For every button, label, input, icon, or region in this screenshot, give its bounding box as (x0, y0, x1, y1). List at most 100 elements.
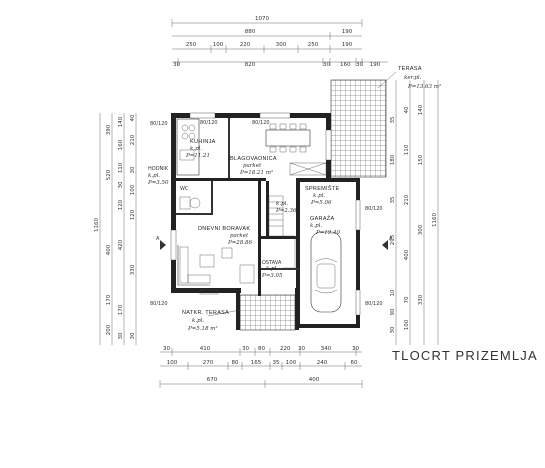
dim-top-r4-5: 190 (370, 62, 381, 68)
dim-right-c3-4: 35 (390, 196, 396, 203)
room-labels: KUHINJA k.pl. P=11.21 BLAGOVAONICA parke… (147, 66, 441, 332)
dim-top-r3-1: 100 (213, 42, 224, 48)
dim-top-r4-1: 820 (245, 62, 256, 68)
room-area-garaza: P=19.40 (315, 230, 341, 236)
dim-right-c2-4: 110 (404, 144, 410, 155)
room-name-wc: WC (180, 186, 189, 192)
section-arrow-icon (382, 240, 388, 250)
room-area-ostava: P=3.05 (261, 273, 283, 279)
furniture (176, 118, 342, 313)
dim-left-c3-7: 140 (118, 116, 124, 127)
dim-left-c4-3: 100 (130, 184, 136, 195)
room-name-terasa: TERASA (398, 66, 422, 72)
dim-right-c2-5: 40 (404, 106, 410, 113)
dim-bottom-r1-2: 30 (242, 346, 249, 352)
dim-top-r2-1: 190 (342, 29, 353, 35)
right-dimension-chains: 1160 330 300 150 140 100 70 400 210 110 … (390, 80, 439, 345)
covered-terrace-hatch (239, 294, 296, 331)
window-mark: 80/120 (150, 301, 168, 307)
dim-bottom-r2-4: 35 (273, 360, 280, 366)
dim-right-c3-0: 30 (390, 326, 396, 333)
dim-bottom-r2-1: 270 (203, 360, 214, 366)
dim-right-c3-5: 180 (390, 154, 396, 165)
stove-burner-icon (188, 132, 196, 140)
stove-burner-icon (181, 132, 189, 140)
dim-overall-top: 1070 (255, 16, 269, 22)
room-name-natkr: NATKR. TERASA (182, 310, 229, 316)
window-mark: 80/120 (365, 301, 383, 307)
room-label-terasa: ker.pl. (404, 75, 422, 81)
dim-left-c4-0: 30 (130, 332, 136, 339)
building-walls (170, 112, 361, 330)
dim-bottom-r2-5: 100 (286, 360, 297, 366)
dim-right-c3-2: 10 (390, 289, 396, 296)
kitchen-sink (179, 149, 195, 161)
dim-bottom-r1-0: 30 (163, 346, 170, 352)
dim-bottom-r1-6: 340 (321, 346, 332, 352)
dim-bottom-r1-7: 30 (352, 346, 359, 352)
top-dimension-chains: 1070 880 190 250 100 220 300 250 190 30 … (171, 16, 388, 68)
room-area-wc: P=2.36 (275, 208, 297, 214)
dim-right-c1-1: 300 (418, 224, 424, 235)
dim-right-c2-2: 400 (404, 249, 410, 260)
staircase (268, 195, 296, 269)
room-name-dnevni: DNEVNI BORAVAK (198, 226, 250, 232)
dim-top-r2-0: 880 (245, 29, 256, 35)
window-mark: 80/120 (252, 120, 270, 126)
dim-right-c1-3: 140 (418, 104, 424, 115)
room-area-kuhinja: P=11.21 (185, 153, 210, 159)
room-label-ostava: k.pl. (266, 266, 278, 272)
dim-top-r4-3: 160 (340, 62, 351, 68)
dim-left-c3-6: 160 (118, 139, 124, 150)
dim-bottom-r1-4: 220 (280, 346, 291, 352)
dim-top-r3-5: 190 (342, 42, 353, 48)
car-icon (310, 231, 342, 313)
sideboard (289, 162, 327, 176)
room-name-blagovaona: BLAGOVAONICA (230, 156, 277, 162)
dim-top-r4-2: 30 (323, 62, 330, 68)
room-area-spremiste: P=5.06 (310, 200, 332, 206)
washbasin (179, 196, 191, 210)
dim-bottom-r3-0: 670 (207, 377, 218, 383)
dim-left-c3-5: 110 (118, 162, 124, 173)
section-arrow-icon (160, 240, 166, 250)
entrance-steps (199, 289, 219, 295)
dim-overall-left: 1160 (94, 218, 100, 232)
dim-right-c1-0: 330 (418, 294, 424, 305)
dim-top-r4-0: 30 (173, 62, 180, 68)
kitchen-counter (176, 118, 200, 176)
room-label-natkr: k.pl. (192, 318, 204, 324)
room-label-hodnik: k.pl. (148, 173, 160, 179)
window-mark: 80/120 (200, 120, 218, 126)
window-mark: 80/120 (365, 206, 383, 212)
dim-bottom-r2-2: 80 (232, 360, 239, 366)
dim-left-c2-4: 390 (106, 124, 112, 135)
dim-overall-right: 1160 (432, 213, 438, 227)
dim-bottom-r1-1: 410 (200, 346, 211, 352)
dim-left-c2-3: 520 (106, 169, 112, 180)
room-area-dnevni: P=28.86 (227, 240, 253, 246)
tv-cabinet (239, 264, 255, 284)
dim-top-r3-2: 220 (240, 42, 251, 48)
dim-bottom-r1-5: 30 (298, 346, 305, 352)
room-name-ostava: OSTAVA (262, 260, 282, 266)
section-mark-left: A (156, 236, 160, 242)
dim-top-r3-0: 250 (186, 42, 197, 48)
stove-burner-icon (181, 124, 189, 132)
room-area-terasa: P=13.63 m² (407, 83, 441, 90)
dim-left-c4-1: 330 (130, 264, 136, 275)
dim-bottom-r2-3: 165 (251, 360, 262, 366)
room-name-kuhinja: KUHINJA (190, 139, 216, 145)
room-label-spremiste: k.pl. (313, 193, 325, 199)
dining-table (265, 129, 311, 147)
drawing-title: TLOCRT PRIZEMLJA (392, 348, 538, 363)
room-label-kuhinja: k.pl. (190, 146, 202, 152)
left-dimension-chains: 1160 200 170 400 520 390 30 170 420 120 … (94, 113, 137, 345)
window-marks: 80/120 80/120 80/120 80/120 80/120 80/12… (150, 120, 383, 307)
room-label-blagovaona: parket (243, 163, 262, 169)
sofa (177, 245, 210, 286)
dim-right-c2-0: 100 (404, 319, 410, 330)
dim-left-c4-5: 210 (130, 134, 136, 145)
stove-burner-icon (188, 124, 196, 132)
